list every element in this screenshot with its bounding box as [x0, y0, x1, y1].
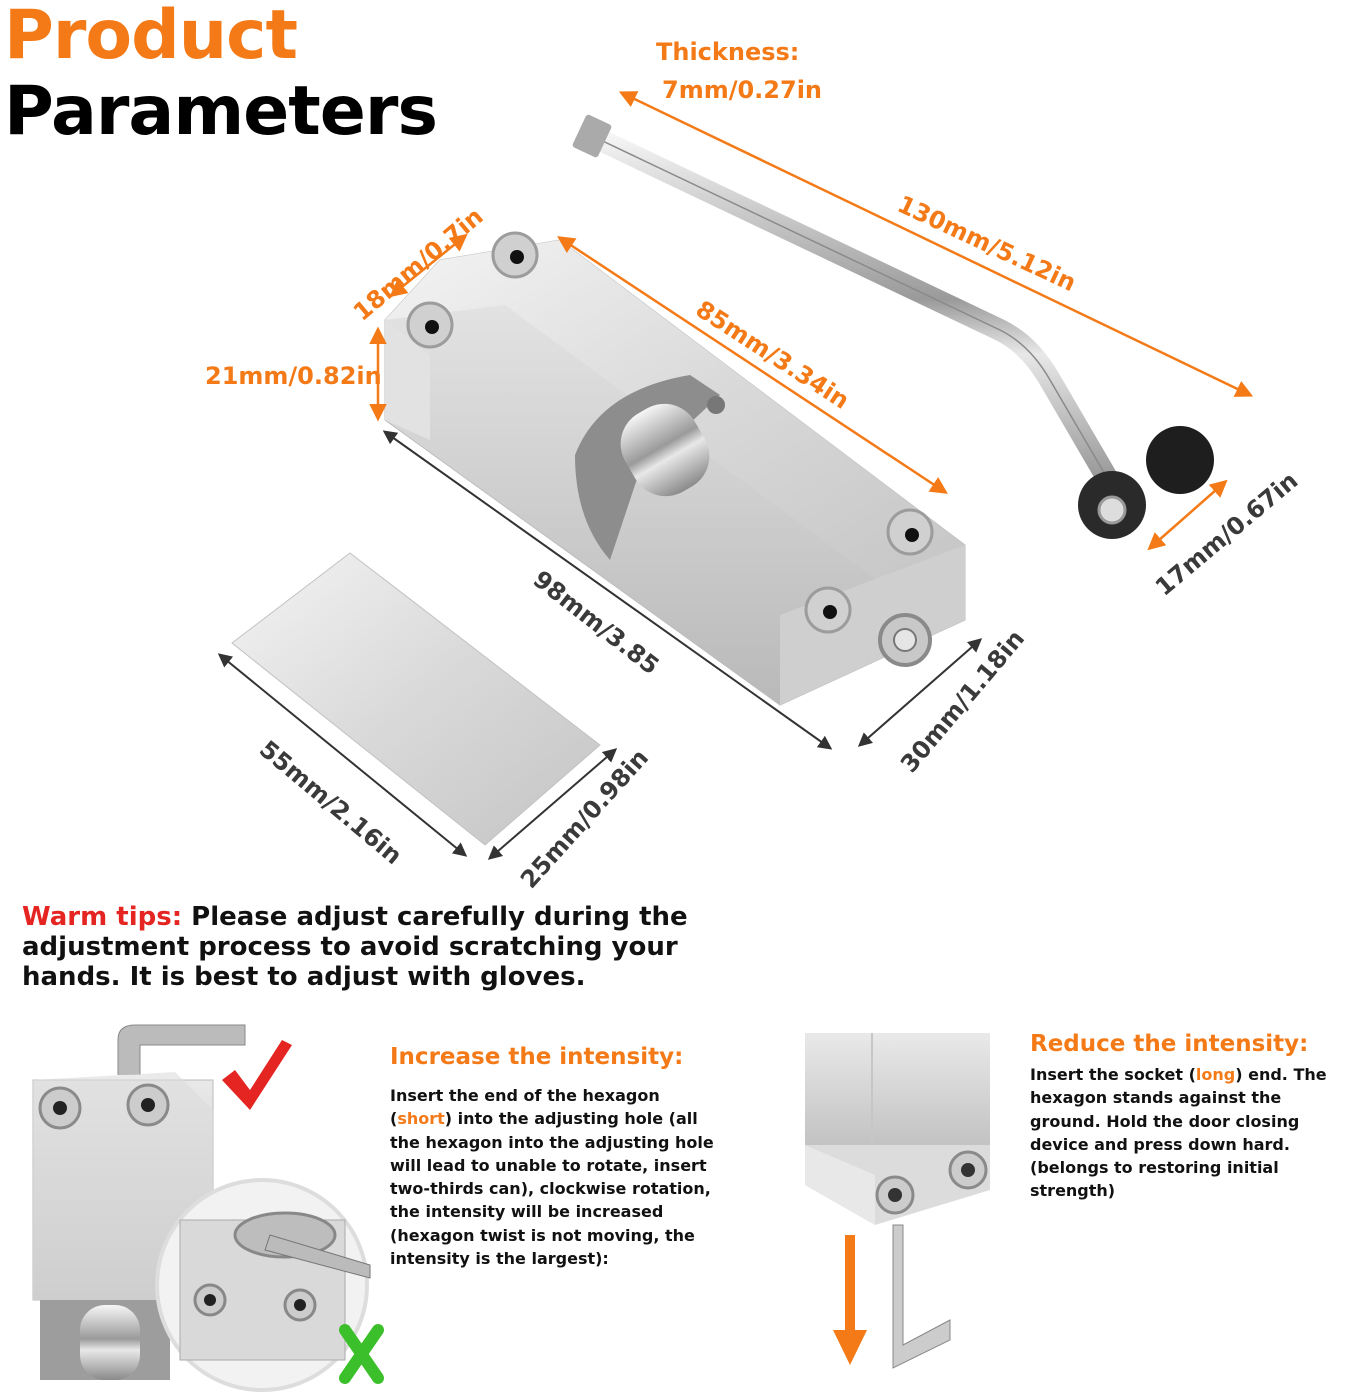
warm-tips: Warm tips: Please adjust carefully durin…	[22, 902, 702, 992]
increase-text-highlight: short	[397, 1109, 445, 1129]
thickness-value: 7mm/0.27in	[662, 76, 823, 104]
increase-text: Insert the end of the hexagon (short) in…	[390, 1084, 725, 1270]
increase-text-before: Insert the end of the hexagon (	[390, 1086, 660, 1129]
down-arrow-icon	[833, 1235, 867, 1365]
page-title-line2: Parameters	[4, 72, 438, 151]
reduce-intensity-photo	[805, 1033, 990, 1369]
body-height-label: 21mm/0.82in	[205, 362, 382, 390]
check-mark-icon	[222, 1040, 292, 1110]
increase-heading: Increase the intensity:	[390, 1044, 684, 1070]
dimension-arrows	[369, 91, 1254, 551]
cross-mark-icon	[339, 1324, 384, 1384]
reduce-text: Insert the socket (long) end. The hexago…	[1030, 1063, 1345, 1203]
thickness-label: Thickness:	[656, 38, 800, 66]
reduce-text-after: ) end. The hexagon stands against the gr…	[1030, 1065, 1327, 1201]
increase-intensity-photo	[32, 1024, 371, 1392]
reduce-text-highlight: long	[1195, 1065, 1236, 1084]
reduce-text-before: Insert the socket (	[1030, 1065, 1196, 1084]
reduce-heading: Reduce the intensity:	[1030, 1031, 1309, 1057]
warm-tips-lead: Warm tips:	[22, 902, 183, 932]
increase-text-after: ) into the adjusting hole (all the hexag…	[390, 1109, 714, 1269]
page-title-line1: Product	[4, 0, 298, 75]
warm-tips-text: Please adjust carefully during the adjus…	[22, 902, 688, 992]
door-closer-body	[384, 231, 966, 706]
